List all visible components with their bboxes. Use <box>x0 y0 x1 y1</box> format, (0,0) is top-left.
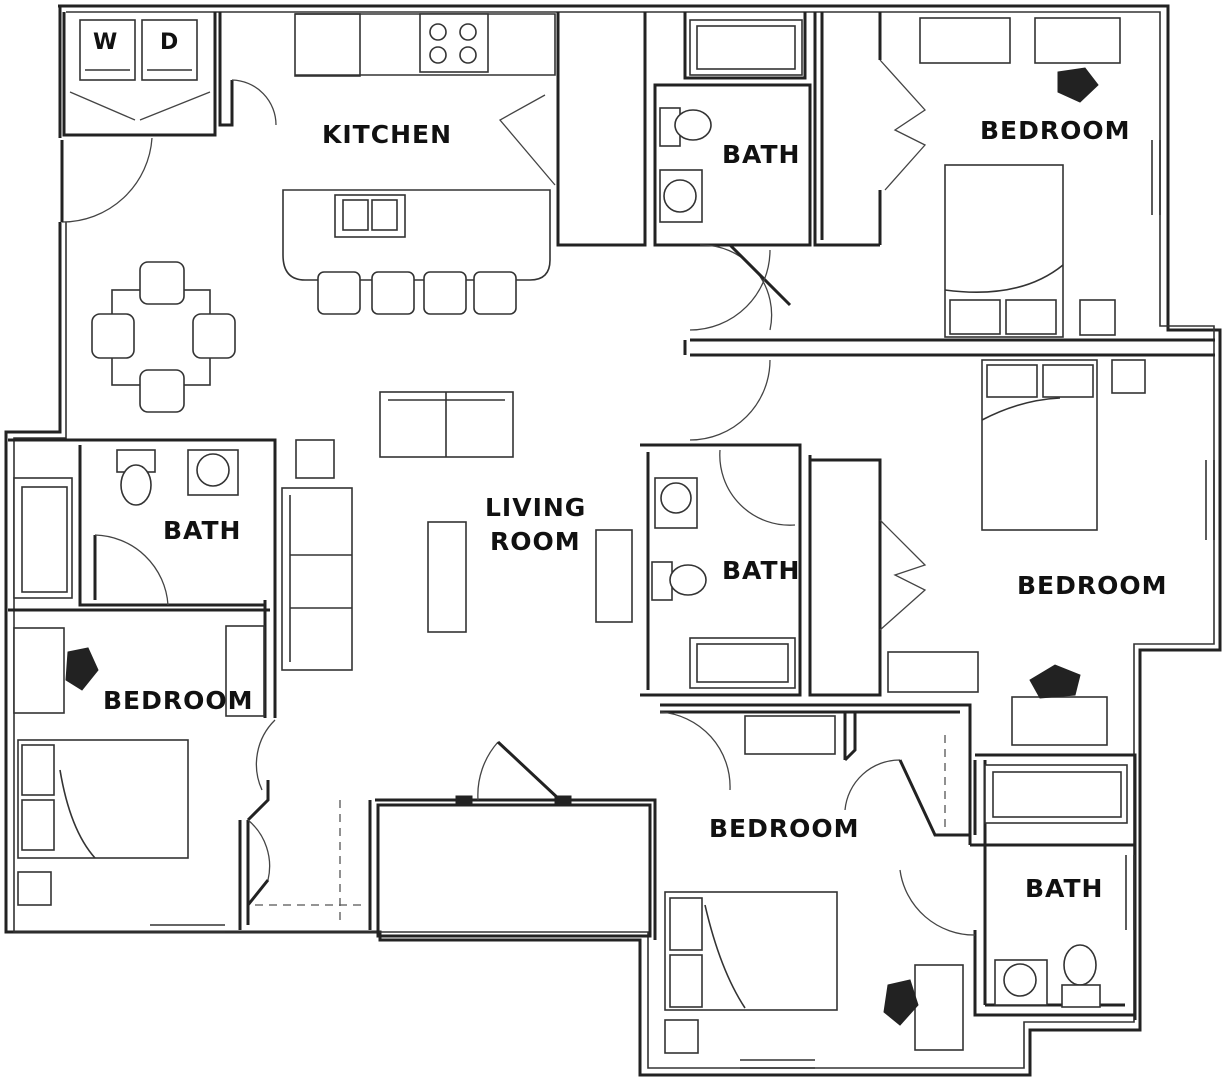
bath-bottom-right-label: BATH <box>1025 874 1104 903</box>
bath-middle-label: BATH <box>722 556 801 585</box>
bedroom-bottom-label: BEDROOM <box>709 814 860 843</box>
top-bedroom-furniture <box>919 17 1121 338</box>
bath-top-label: BATH <box>722 140 801 169</box>
middle-bath-fixtures <box>651 477 796 689</box>
bedroom-middle-right-label: BEDROOM <box>1017 571 1168 600</box>
bottom-bath-fixtures <box>984 764 1128 1008</box>
bottom-bedroom-furniture <box>664 715 964 1054</box>
windows <box>150 140 1215 1069</box>
living-furniture <box>281 391 633 671</box>
top-bath-fixtures <box>659 19 803 223</box>
bath-left-label: BATH <box>163 516 242 545</box>
interior-walls <box>8 12 1215 1020</box>
bedroom-top-right-label: BEDROOM <box>980 116 1131 145</box>
living-room-label-line1: LIVING <box>485 493 587 522</box>
washer-label: W <box>93 30 118 55</box>
left-bedroom-furniture <box>13 625 365 920</box>
kitchen-label: KITCHEN <box>322 120 452 149</box>
dining-set <box>91 261 236 413</box>
doors <box>60 59 976 936</box>
left-bath-fixtures <box>13 449 239 599</box>
bedroom-left-label: BEDROOM <box>103 686 254 715</box>
dryer-label: D <box>160 30 179 55</box>
outer-walls <box>4 4 1222 1077</box>
laundry <box>79 19 198 81</box>
living-room-label-line2: ROOM <box>490 527 581 556</box>
middle-bedroom-furniture <box>887 359 1146 746</box>
kitchen-fixtures <box>282 13 556 315</box>
